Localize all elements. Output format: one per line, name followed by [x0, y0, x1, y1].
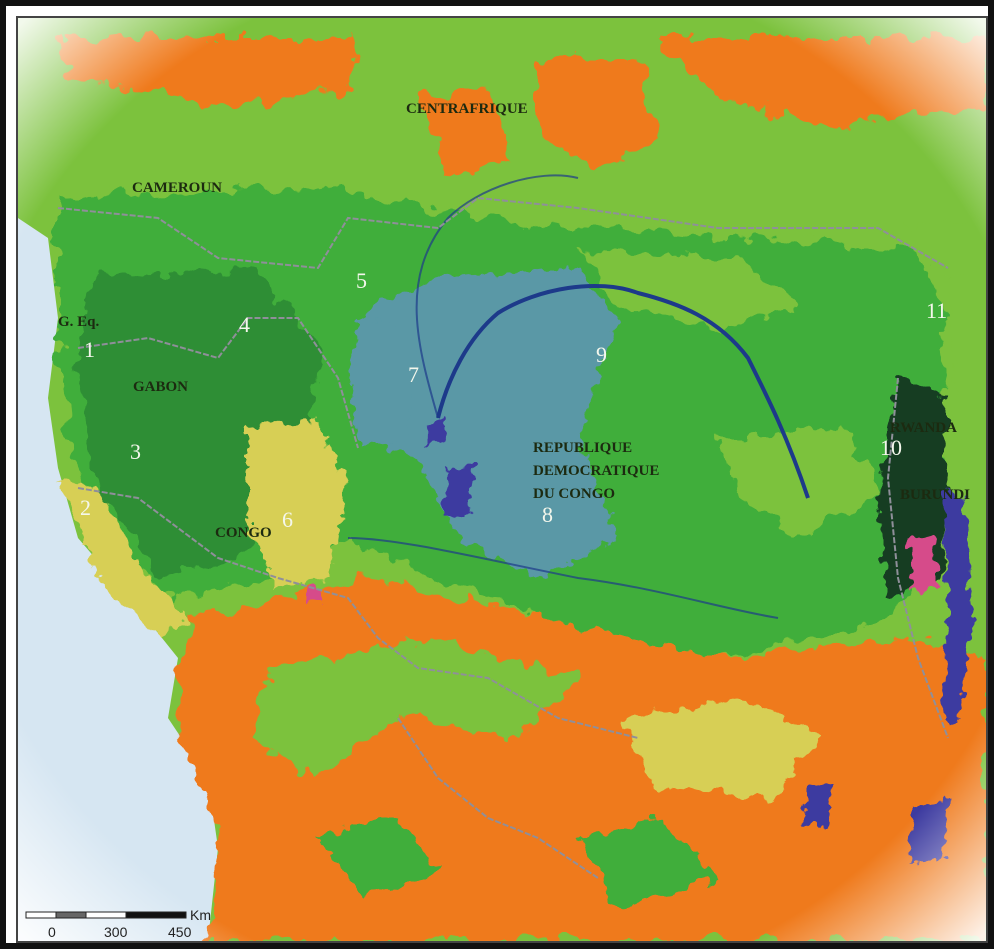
zone-label-7: 7	[408, 362, 419, 387]
zone-label-6: 6	[282, 507, 293, 532]
label-burundi: BURUNDI	[900, 487, 970, 503]
label-rdc-line-3: DU CONGO	[533, 486, 615, 502]
scale-tick-450: 450	[168, 924, 192, 940]
zone-label-8: 8	[542, 502, 553, 527]
label-g-eq: G. Eq.	[58, 314, 100, 330]
vegetation-map: CENTRAFRIQUE CAMEROUN G. Eq. GABON CONGO…	[18, 18, 986, 941]
zone-label-11: 11	[926, 298, 947, 323]
scale-segment-4	[125, 911, 187, 919]
scale-segment-1	[25, 911, 57, 919]
label-rdc-line-1: REPUBLIQUE	[533, 440, 632, 456]
label-rwanda: RWANDA	[890, 420, 957, 436]
zone-label-5: 5	[356, 268, 367, 293]
map-inner-frame: CENTRAFRIQUE CAMEROUN G. Eq. GABON CONGO…	[16, 16, 988, 943]
zone-label-4: 4	[239, 312, 250, 337]
label-gabon: GABON	[133, 379, 188, 395]
label-centrafrique: CENTRAFRIQUE	[406, 101, 528, 117]
scale-segment-3	[85, 911, 127, 919]
scale-unit: Km	[190, 907, 211, 923]
zone-label-10: 10	[880, 435, 902, 460]
label-rdc-line-2: DEMOCRATIQUE	[533, 463, 659, 479]
scale-tick-300: 300	[104, 924, 128, 940]
scale-bar: Km 0 300 450	[25, 907, 211, 940]
label-congo: CONGO	[215, 525, 272, 541]
label-cameroun: CAMEROUN	[132, 180, 222, 196]
scale-tick-0: 0	[48, 924, 56, 940]
zone-label-9: 9	[596, 342, 607, 367]
map-edge-fade	[18, 18, 986, 941]
scale-segment-2	[55, 911, 87, 919]
zone-label-2: 2	[80, 495, 91, 520]
zone-label-3: 3	[130, 439, 141, 464]
zone-label-1: 1	[84, 337, 95, 362]
